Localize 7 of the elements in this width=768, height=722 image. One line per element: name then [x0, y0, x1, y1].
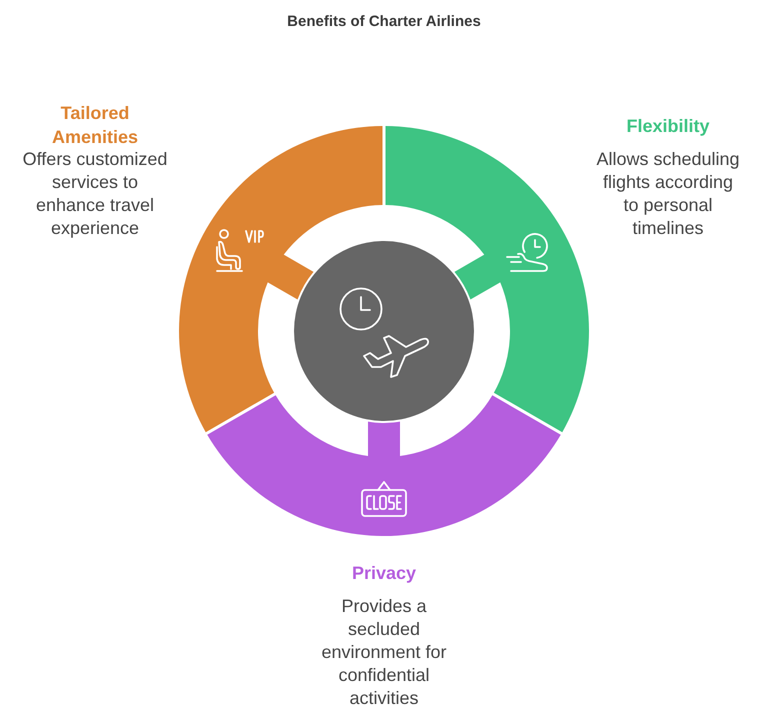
- segment-title: Privacy: [350, 562, 418, 585]
- diagram-title: Benefits of Charter Airlines: [287, 13, 481, 31]
- segment-description: Offers customized services to enhance travel experience: [22, 148, 168, 240]
- segment-title: Tailored Amenities: [50, 102, 140, 149]
- segment-title: Flexibility: [625, 115, 711, 138]
- segment-description: Allows scheduling flights according to personal timelines: [595, 148, 741, 240]
- segment-description: Provides a secluded environment for confidential activities: [320, 595, 448, 710]
